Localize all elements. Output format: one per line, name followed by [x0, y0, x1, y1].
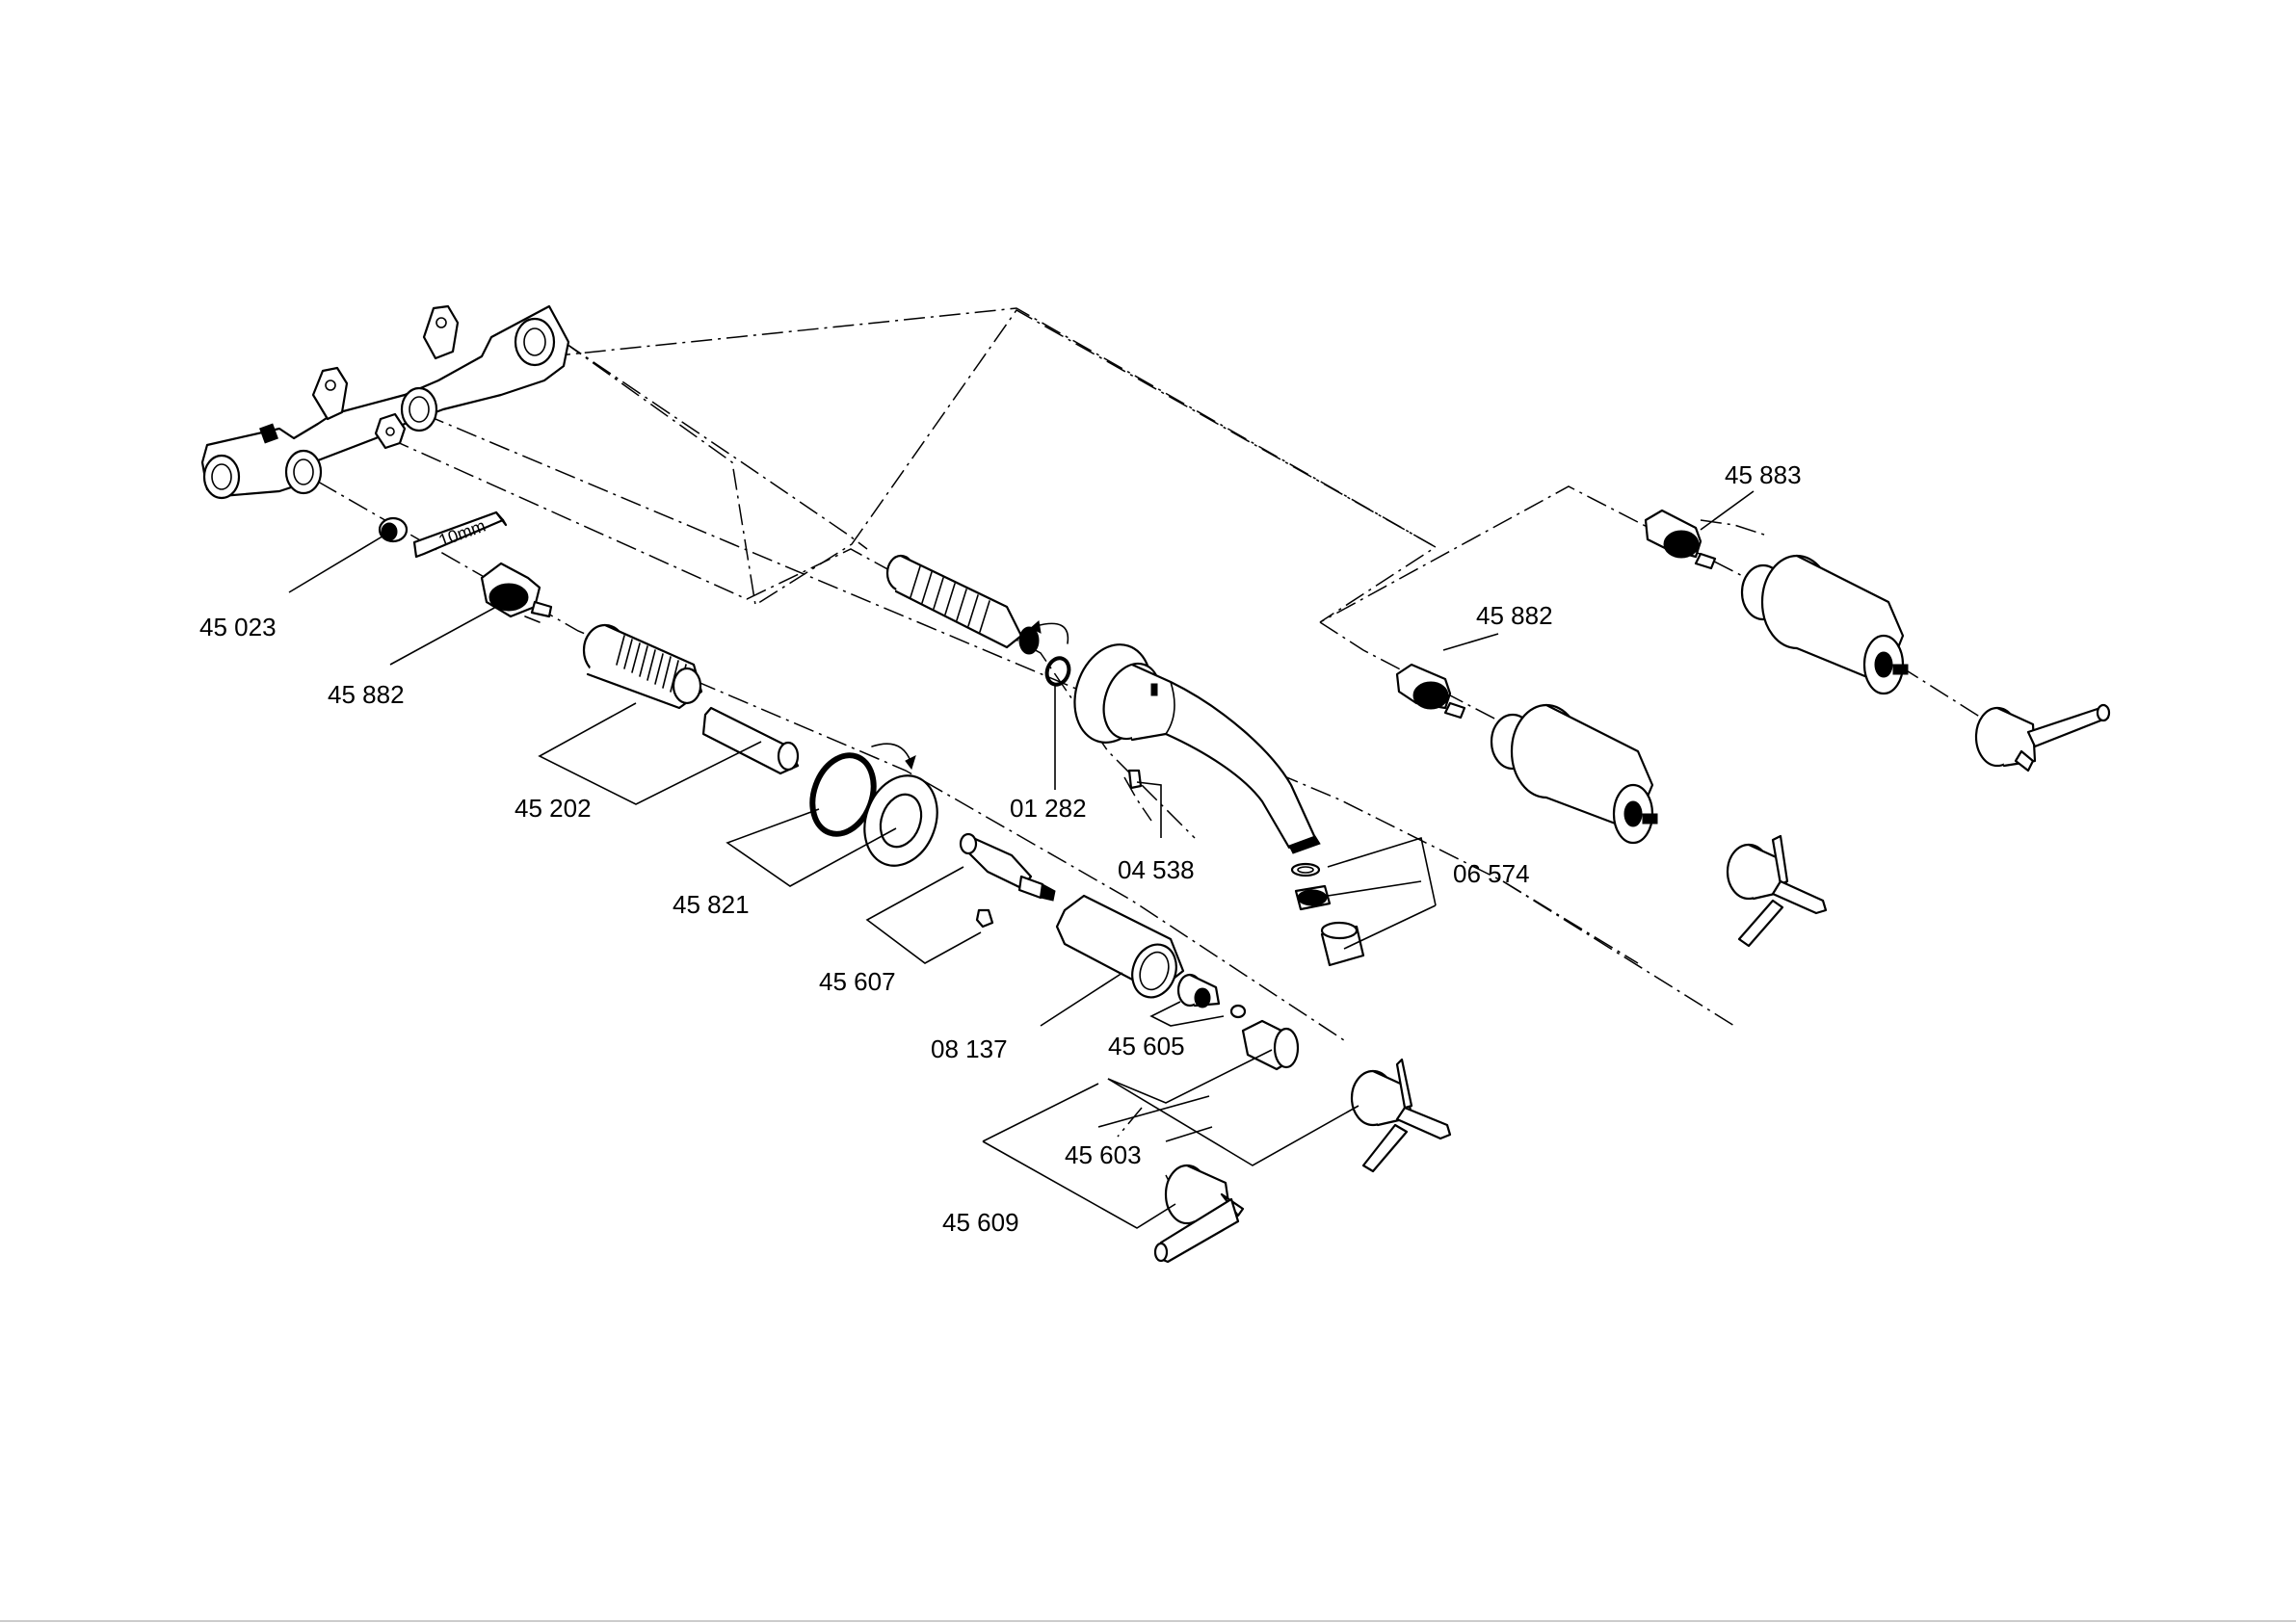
lever-handle-lower [1155, 1165, 1243, 1262]
valve-body-right-upper [1742, 556, 1908, 694]
cap-45603 [1243, 1021, 1298, 1069]
part-labels: 45 023 45 882 45 202 45 821 45 607 08 13… [199, 460, 1802, 1237]
flex-connector-spout [887, 556, 1068, 654]
extension-45202 [584, 625, 701, 708]
cartridge-45882-right [1397, 665, 1465, 718]
label-45605: 45 605 [1108, 1032, 1185, 1060]
valve-body [202, 306, 568, 498]
label-45882-right: 45 882 [1476, 601, 1553, 630]
label-45821: 45 821 [673, 890, 750, 919]
label-45882-left: 45 882 [328, 680, 405, 709]
cartridge-45883 [1646, 510, 1715, 568]
adapter-45605 [1178, 975, 1245, 1017]
label-45023: 45 023 [199, 613, 277, 641]
cross-handle-upper [1728, 836, 1826, 946]
label-45883: 45 883 [1725, 460, 1802, 489]
label-06574: 06 574 [1453, 859, 1530, 888]
hex-key-size-label: 10mm [436, 516, 488, 551]
label-45607: 45 607 [819, 967, 896, 996]
plug-45023 [380, 518, 407, 541]
label-45603: 45 603 [1065, 1140, 1142, 1169]
label-01282: 01 282 [1010, 794, 1087, 823]
oring-01282 [1043, 655, 1072, 688]
label-45202: 45 202 [515, 794, 592, 823]
spout [1063, 635, 1320, 853]
aerator-06574 [1292, 864, 1363, 965]
label-08137: 08 137 [931, 1034, 1008, 1063]
assembly-axes [318, 308, 2004, 1214]
label-45609: 45 609 [942, 1208, 1019, 1237]
lever-handle-upper [1976, 705, 2109, 771]
cartridge-45882-left [482, 563, 551, 622]
valve-body-right-lower [1491, 705, 1657, 843]
sleeve-08137 [1057, 896, 1183, 1004]
label-04538: 04 538 [1118, 855, 1195, 884]
hex-key-10mm: 10mm [414, 512, 506, 557]
cross-handle-lower [1352, 1060, 1450, 1171]
